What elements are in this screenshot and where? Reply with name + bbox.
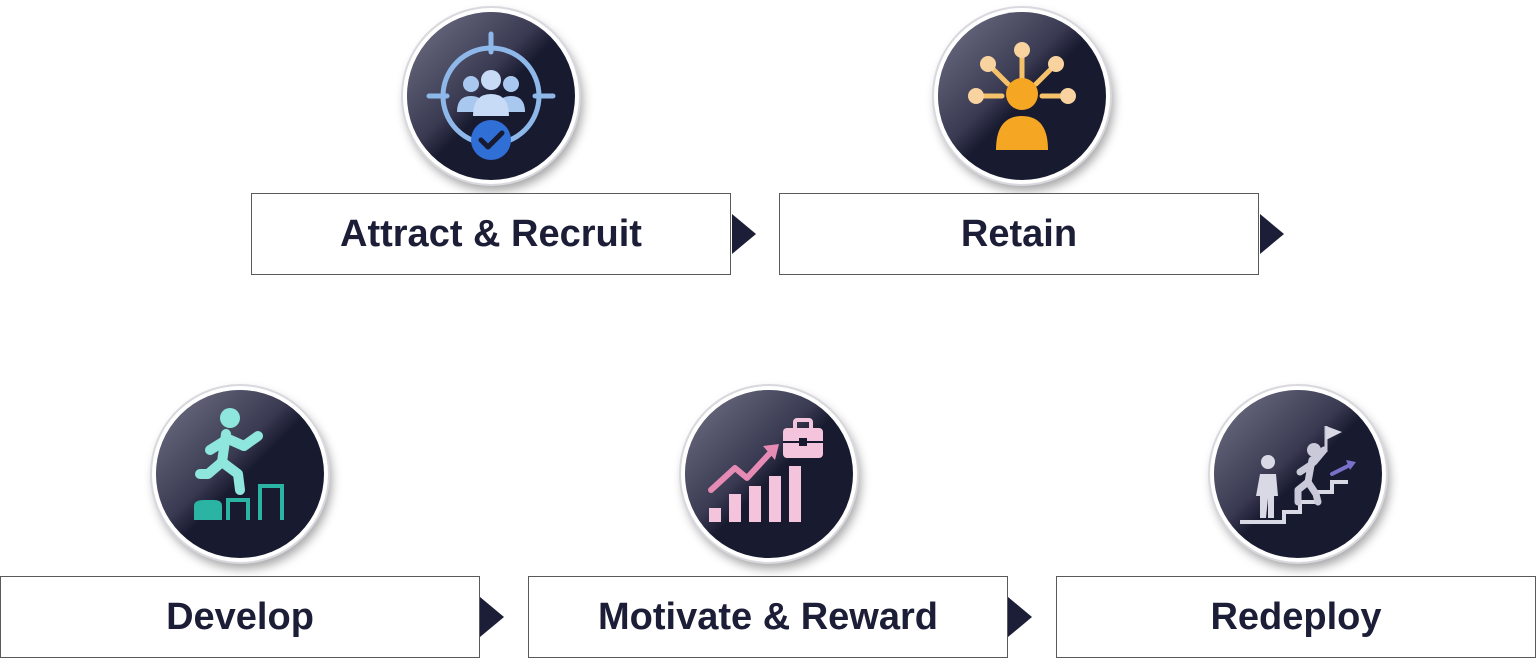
arrow-after-motivate	[1008, 597, 1032, 637]
retain-label: Retain	[960, 212, 1078, 255]
retain-label-box: Retain	[779, 193, 1259, 275]
develop-label: Develop	[166, 595, 314, 638]
redeploy-label: Redeploy	[1210, 595, 1382, 638]
attract-label: Attract & Recruit	[340, 212, 642, 255]
motivate-label: Motivate & Reward	[598, 595, 938, 638]
motivate-circle	[685, 390, 853, 558]
people-stairs-flag-icon	[1240, 426, 1356, 524]
redeploy-label-box: Redeploy	[1056, 576, 1536, 658]
person-network-icon	[968, 42, 1076, 150]
arrow-after-attract	[732, 214, 756, 254]
develop-label-box: Develop	[0, 576, 480, 658]
develop-circle	[156, 390, 324, 558]
attract-label-box: Attract & Recruit	[251, 193, 731, 275]
attract-circle	[407, 12, 575, 180]
arrow-after-develop	[480, 597, 504, 637]
growth-chart-briefcase-icon	[708, 418, 823, 522]
redeploy-circle	[1214, 390, 1382, 558]
person-climbing-steps-icon	[194, 408, 284, 520]
target-team-check-icon	[426, 31, 556, 160]
arrow-after-retain	[1260, 214, 1284, 254]
motivate-label-box: Motivate & Reward	[528, 576, 1008, 658]
retain-circle	[938, 12, 1106, 180]
